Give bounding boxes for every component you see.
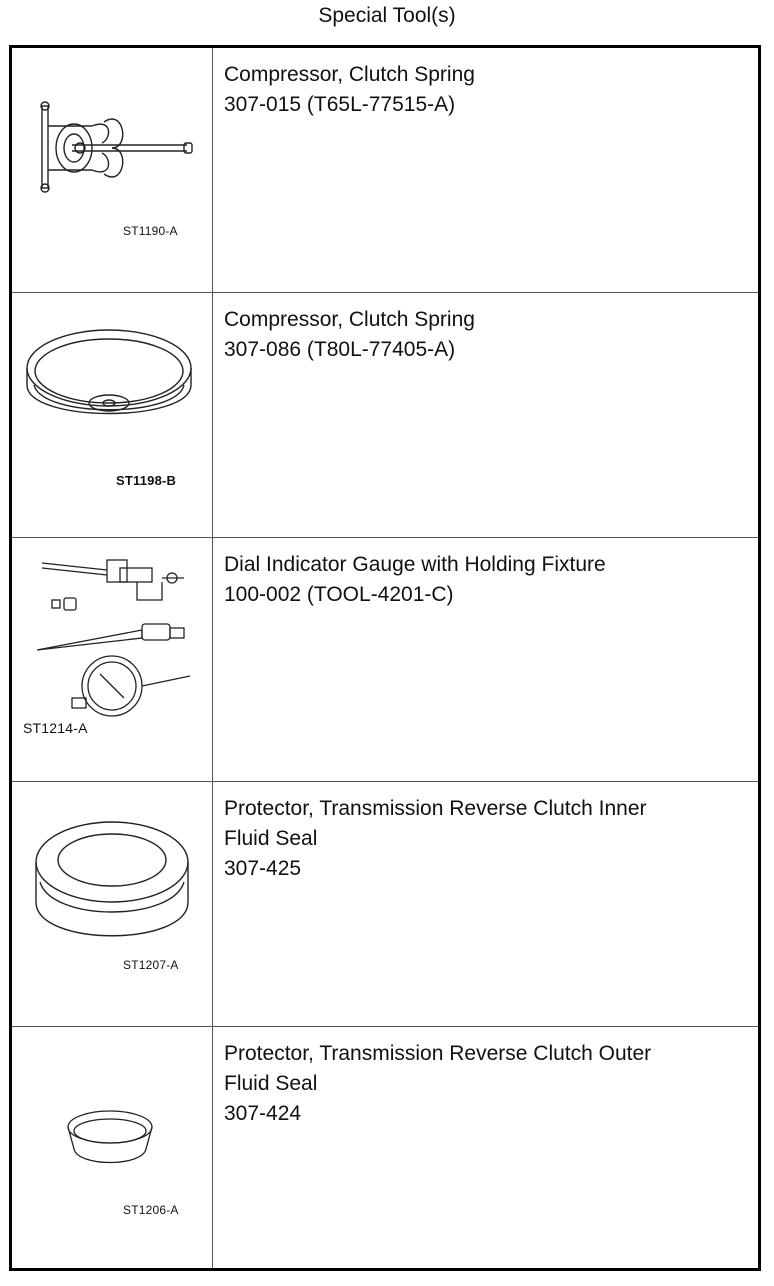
tool-number: 307-086 (T80L-77405-A) xyxy=(224,338,456,361)
tool-description: Protector, Transmission Reverse Clutch O… xyxy=(224,1039,750,1129)
tool-description: Compressor, Clutch Spring 307-086 (T80L-… xyxy=(224,305,750,365)
page-title: Special Tool(s) xyxy=(318,4,456,27)
illustration-ref-code: ST1214-A xyxy=(23,720,88,736)
special-tools-table: ST1190-A Compressor, Clutch Spring 307-0… xyxy=(9,45,761,1271)
table-row: ST1190-A Compressor, Clutch Spring 307-0… xyxy=(12,48,758,293)
tool-name: Protector, Transmission Reverse Clutch O… xyxy=(224,1042,652,1065)
table-row: ST1206-A Protector, Transmission Reverse… xyxy=(12,1027,758,1268)
dial-indicator-gauge-illustration xyxy=(36,559,191,717)
tool-name: Compressor, Clutch Spring xyxy=(224,63,475,86)
tool-name: Dial Indicator Gauge with Holding Fixtur… xyxy=(224,553,606,576)
tool-illustration-cell: ST1214-A xyxy=(12,538,213,781)
tool-number: 307-015 (T65L-77515-A) xyxy=(224,93,456,116)
tool-name: Compressor, Clutch Spring xyxy=(224,308,475,331)
illustration-ref-code: ST1190-A xyxy=(123,224,178,238)
tool-description: Compressor, Clutch Spring 307-015 (T65L-… xyxy=(224,60,750,120)
tool-illustration-cell: ST1206-A xyxy=(12,1027,213,1268)
tool-number: 307-424 xyxy=(224,1102,302,1125)
illustration-ref-code: ST1207-A xyxy=(123,958,179,972)
tool-illustration-cell: ST1198-B xyxy=(12,293,213,537)
illustration-ref-code: ST1198-B xyxy=(116,473,177,488)
table-row: ST1207-A Protector, Transmission Reverse… xyxy=(12,782,758,1027)
tool-name-continued: Fluid Seal xyxy=(224,827,318,850)
tool-number: 100-002 (TOOL-4201-C) xyxy=(224,583,454,606)
outer-seal-protector-illustration xyxy=(67,1110,153,1164)
illustration-ref-code: ST1206-A xyxy=(123,1203,179,1217)
clutch-spring-compressor-dish-illustration xyxy=(26,329,192,415)
tool-name-continued: Fluid Seal xyxy=(224,1072,318,1095)
clutch-spring-compressor-illustration xyxy=(40,101,193,193)
tool-description: Dial Indicator Gauge with Holding Fixtur… xyxy=(224,550,750,610)
inner-seal-protector-illustration xyxy=(35,821,189,937)
tool-illustration-cell: ST1207-A xyxy=(12,782,213,1026)
tool-name: Protector, Transmission Reverse Clutch I… xyxy=(224,797,647,820)
tool-number: 307-425 xyxy=(224,857,302,880)
table-row: ST1198-B Compressor, Clutch Spring 307-0… xyxy=(12,293,758,538)
tool-description: Protector, Transmission Reverse Clutch I… xyxy=(224,794,750,884)
table-row: ST1214-A Dial Indicator Gauge with Holdi… xyxy=(12,538,758,782)
tool-illustration-cell: ST1190-A xyxy=(12,48,213,292)
